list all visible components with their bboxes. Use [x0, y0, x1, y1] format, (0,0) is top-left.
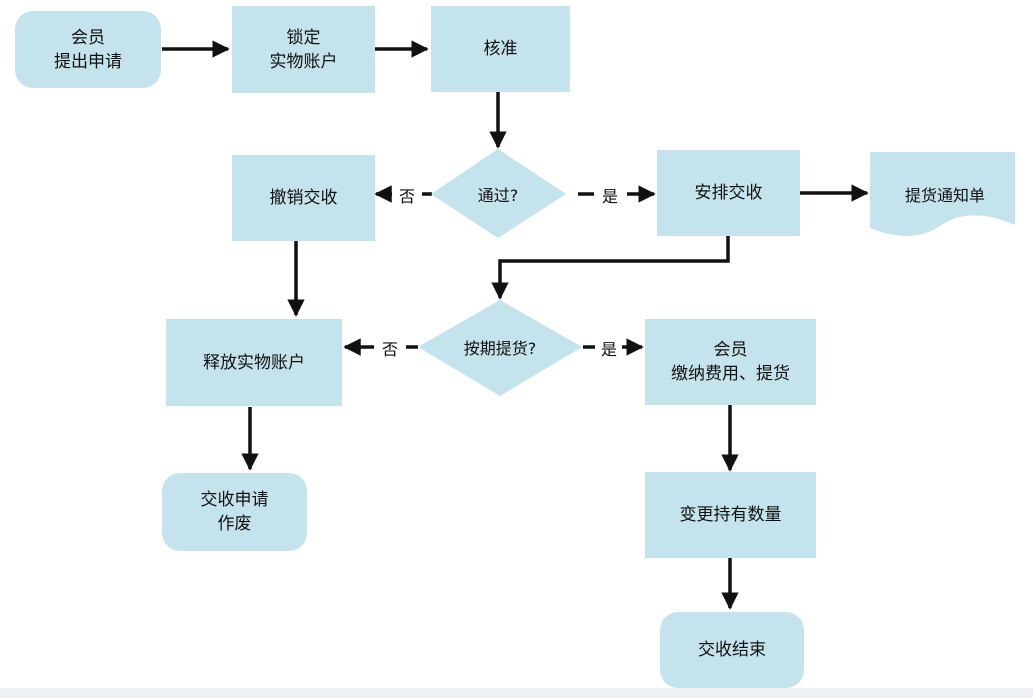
node-delivery-end: 交收结束	[660, 612, 804, 688]
decision-passed-shape	[431, 149, 566, 238]
decision-passed-label: 通过?	[477, 186, 519, 205]
node-delivery-end-label: 交收结束	[698, 640, 766, 660]
node-release-account: 释放实物账户	[166, 319, 342, 406]
edge-label-passed-yes: 是	[600, 183, 621, 207]
node-void-application-label: 交收申请 作废	[200, 490, 269, 534]
edge-arrange-to-schedule	[491, 236, 730, 300]
node-lock-account-label: 锁定 实物账户	[269, 27, 338, 72]
edge-label-passed-no: 否	[397, 183, 418, 207]
decision-on-schedule-label: 按期提货?	[463, 339, 537, 358]
node-change-holdings-label: 变更持有数量	[679, 505, 782, 525]
node-cancel-delivery: 撤销交收	[232, 155, 375, 241]
node-void-application: 交收申请 作废	[162, 473, 307, 551]
node-member-apply: 会员 提出申请	[15, 11, 161, 88]
node-lock-account: 锁定 实物账户	[232, 6, 375, 93]
node-member-pay: 会员 缴纳费用、提货	[645, 319, 816, 405]
node-approve: 核准	[431, 6, 570, 92]
delivery-notice-label: 提货通知单	[904, 186, 985, 205]
node-cancel-delivery-label: 撤销交收	[269, 188, 338, 208]
edge-label-schedule-no: 否	[380, 336, 401, 360]
node-member-pay-label: 会员 缴纳费用、提货	[671, 340, 790, 384]
decision-on-schedule-shape	[418, 300, 582, 396]
node-release-account-label: 释放实物账户	[203, 352, 305, 373]
delivery-notice-shape	[870, 152, 1015, 236]
node-arrange-delivery-label: 安排交收	[694, 183, 763, 203]
node-arrange-delivery: 安排交收	[657, 150, 800, 236]
bottom-band	[0, 688, 1033, 698]
node-member-apply-label: 会员 提出申请	[54, 27, 122, 72]
node-change-holdings: 变更持有数量	[645, 472, 816, 558]
edge-label-schedule-yes: 是	[599, 336, 620, 360]
node-approve-label: 核准	[483, 39, 518, 59]
